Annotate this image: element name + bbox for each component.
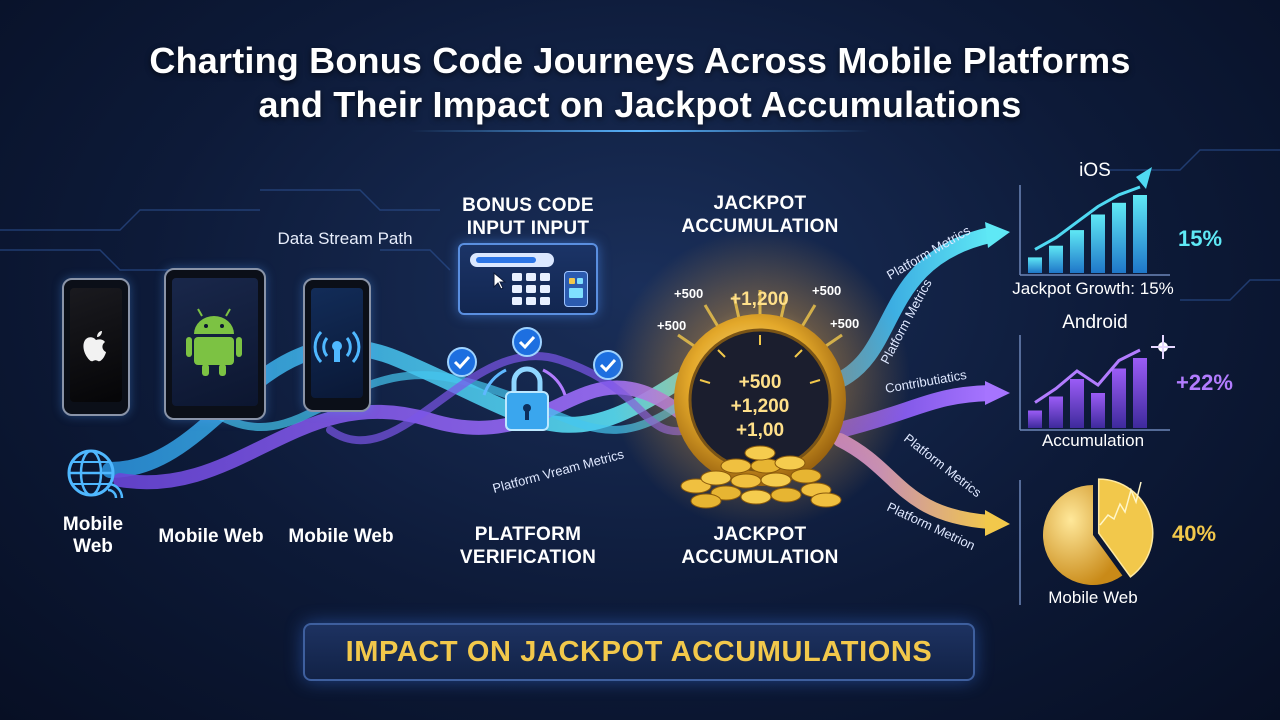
ios-percent: 15%: [1178, 226, 1223, 251]
android-trend-line: [1034, 348, 1141, 404]
mobile-web-label-phone: Mobile Web: [288, 526, 394, 547]
android-tablet-device: [164, 268, 266, 420]
ios-bar-2: [1049, 245, 1063, 273]
circuit-lines: [0, 149, 1280, 301]
ios-trend-line: [1034, 185, 1141, 251]
apple-icon: [83, 331, 106, 362]
dial-plus-500: +500: [739, 372, 782, 393]
pie-slice-web: [1097, 478, 1154, 578]
pie-slice-rest: [1043, 485, 1123, 585]
dial-plus-100: +1,00: [736, 420, 784, 441]
mini-phone-graphic: [564, 271, 588, 307]
android-bar-6: [1133, 358, 1147, 428]
impact-banner: IMPACT ON JACKPOT ACCUMULATIONS: [303, 623, 975, 681]
float-plus-500-a: +500: [674, 286, 703, 301]
bonus-code-panel: [458, 243, 598, 315]
keypad-icon: [512, 273, 550, 305]
web-percent: 40%: [1172, 521, 1217, 546]
float-plus-500-d: +500: [830, 316, 859, 331]
platform-verification-label: PLATFORM VERIFICATION: [459, 524, 597, 568]
mobile-web-label-tablet: Mobile Web: [158, 526, 264, 547]
ios-bar-6: [1133, 195, 1147, 273]
globe-icon: [67, 449, 124, 499]
iphone-device: [62, 278, 130, 416]
ios-trend-arrow: [1136, 167, 1152, 189]
float-plus-500-c: +500: [657, 318, 686, 333]
dial-plus-1200: +1,200: [731, 396, 790, 417]
android-bar-3: [1070, 379, 1084, 428]
stream-arrowheads: [985, 222, 1010, 536]
android-bar-4: [1091, 393, 1105, 428]
web-caption: Mobile Web: [1048, 588, 1138, 607]
cursor-icon: [493, 271, 507, 290]
android-bar-5: [1112, 368, 1126, 428]
pie-sparkline: [1099, 481, 1142, 526]
mobile-web-pie-chart: [1043, 478, 1154, 585]
ios-bar-chart: [1028, 195, 1147, 273]
title-line-2: and Their Impact on Jackpot Accumulation…: [258, 84, 1022, 125]
ios-bar-1: [1028, 257, 1042, 273]
ios-label: iOS: [1079, 160, 1111, 181]
title-underline: [410, 130, 870, 132]
android-caption: Accumulation: [1041, 431, 1145, 450]
jackpot-dial-ticks: [699, 335, 821, 384]
bonus-code-field: [470, 253, 554, 267]
ios-bar-3: [1070, 230, 1084, 273]
android-bar-2: [1049, 396, 1063, 428]
lock-icon: [482, 366, 567, 431]
chart-axes: [1019, 185, 1170, 605]
android-icon: [186, 308, 242, 376]
android-sparkle: [1151, 335, 1175, 359]
ios-bar-4: [1091, 214, 1105, 273]
android-bar-1: [1028, 410, 1042, 428]
ios-bar-5: [1112, 202, 1126, 273]
signal-icon: [313, 330, 361, 364]
android-percent: +22%: [1176, 370, 1233, 395]
android-bar-chart: [1028, 358, 1147, 428]
data-stream-path-label: Data Stream Path: [277, 229, 413, 248]
float-plus-1200: +1,200: [730, 289, 789, 310]
ios-caption: Jackpot Growth: 15%: [1012, 279, 1174, 298]
float-plus-500-b: +500: [812, 283, 841, 298]
title-line-1: Charting Bonus Code Journeys Across Mobi…: [149, 40, 1131, 81]
jackpot-accumulation-top-label: JACKPOT ACCUMULATION: [681, 193, 839, 237]
mobile-web-label-globe: Mobile Web: [62, 514, 124, 557]
bonus-code-input-label: BONUS CODE INPUT INPUT: [462, 195, 594, 239]
mobile-phone-device: [303, 278, 371, 412]
android-label: Android: [1062, 312, 1128, 333]
coin-pile: [680, 445, 842, 509]
platform-vream-metrics: Platform Vream Metrics: [491, 446, 626, 496]
jackpot-accumulation-bottom-label: JACKPOT ACCUMULATION: [681, 524, 839, 568]
